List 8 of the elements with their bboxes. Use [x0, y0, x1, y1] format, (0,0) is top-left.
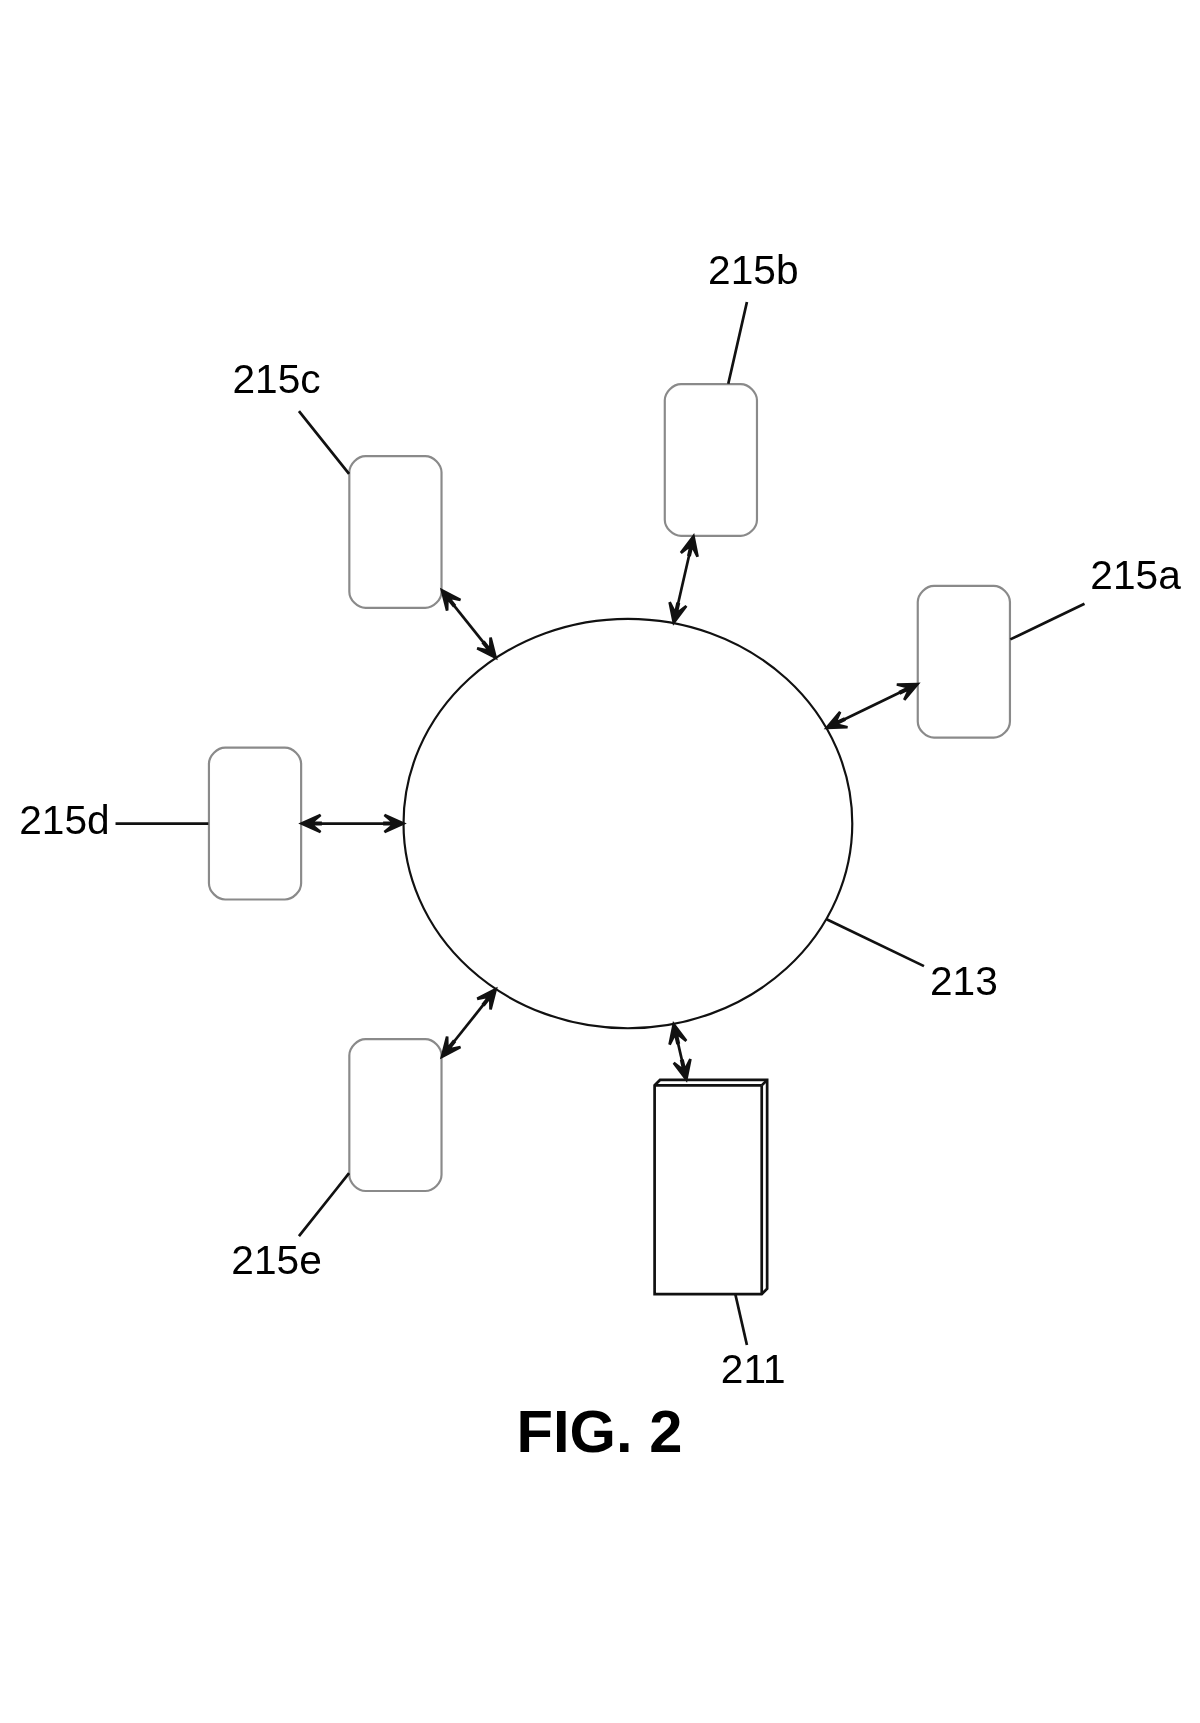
node-text: 213 [929, 958, 998, 1005]
caption: FIG. 2 [516, 1398, 683, 1466]
node-text: 215e [231, 1237, 322, 1284]
node-text: 215a [1090, 552, 1181, 599]
node-text: 215d [19, 796, 110, 843]
node-text: 215b [708, 247, 799, 294]
node-text: 211 [720, 1346, 786, 1393]
node-text: 215c [232, 356, 321, 403]
